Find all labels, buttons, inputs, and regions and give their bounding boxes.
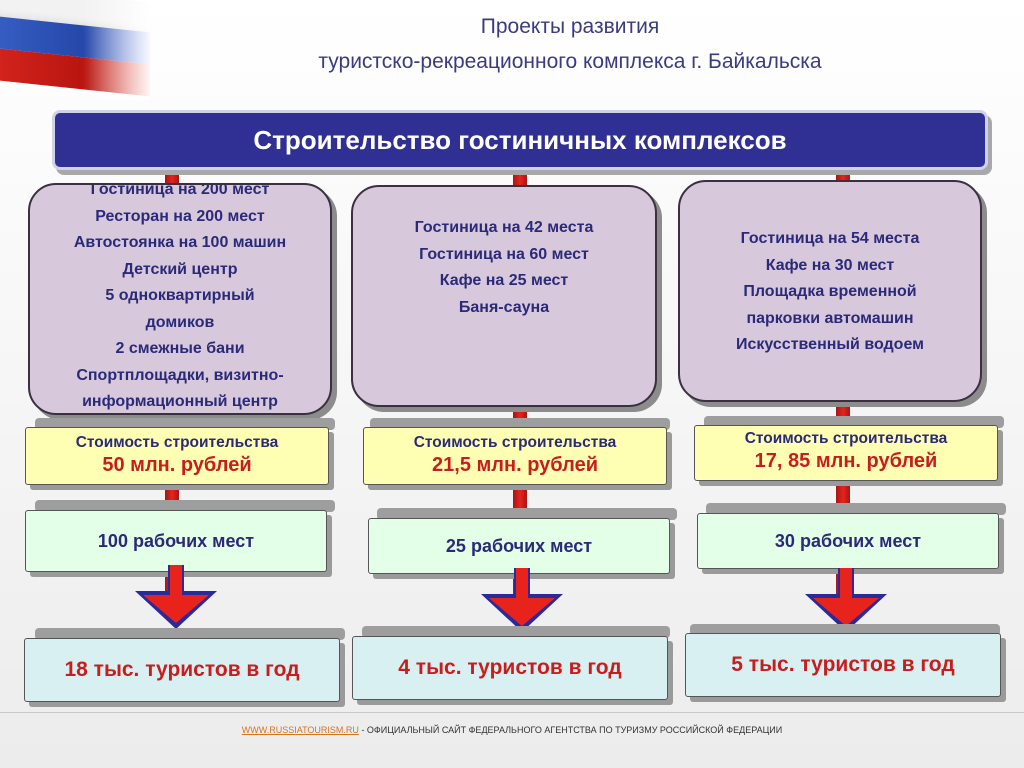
- cost-label: Стоимость строительства: [413, 434, 617, 451]
- footer-text: - ОФИЦИАЛЬНЫЙ САЙТ ФЕДЕРАЛЬНОГО АГЕНТСТВ…: [358, 725, 783, 735]
- header-banner: Строительство гостиничных комплексов: [52, 110, 988, 170]
- project-2-item: Гостиница на 42 места: [414, 219, 594, 236]
- down-arrow-icon: [805, 568, 887, 632]
- shadow-bar: [377, 508, 677, 520]
- project-2-item: Баня-сауна: [458, 298, 550, 316]
- project-box-1: Гостиница на 200 мест Ресторан на 200 ме…: [28, 183, 332, 415]
- project-1-item: Детский центр: [122, 260, 238, 278]
- cost-label: Стоимость строительства: [75, 434, 279, 451]
- russian-flag-image: [0, 0, 150, 100]
- down-arrow-icon: [481, 568, 563, 632]
- shadow-bar: [35, 628, 345, 640]
- project-3-item: Гостиница на 54 места: [740, 230, 920, 247]
- cost-box-3: Стоимость строительства 17, 85 млн. рубл…: [694, 425, 998, 481]
- project-box-3: Гостиница на 54 места Кафе на 30 мест Пл…: [678, 180, 982, 402]
- cost-value: 17, 85 млн. рублей: [754, 450, 938, 472]
- project-2-item: Гостиница на 60 мест: [419, 245, 589, 263]
- page-title-line1: Проекты развития: [480, 15, 660, 38]
- footer-divider: [0, 712, 1024, 713]
- cost-box-2: Стоимость строительства 21,5 млн. рублей: [363, 427, 667, 485]
- project-1-item: 5 одноквартирный: [105, 287, 255, 304]
- project-3-item: Площадка временной: [743, 283, 917, 300]
- project-1-item: Ресторан на 200 мест: [95, 207, 265, 225]
- shadow-bar: [706, 503, 1006, 515]
- project-3-item: парковки автомашин: [746, 309, 914, 327]
- cost-box-1: Стоимость строительства 50 млн. рублей: [25, 427, 329, 485]
- jobs-box-1: 100 рабочих мест: [25, 510, 327, 572]
- project-1-item: Гостиница на 200 мест: [90, 183, 270, 198]
- jobs-box-2: 25 рабочих мест: [368, 518, 670, 574]
- tourists-box-3: 5 тыс. туристов в год: [685, 633, 1001, 697]
- project-1-item: домиков: [145, 313, 215, 331]
- project-2-item: Кафе на 25 мест: [439, 272, 569, 289]
- project-box-2: Гостиница на 42 места Гостиница на 60 ме…: [351, 185, 657, 407]
- project-1-item: 2 смежные бани: [115, 340, 245, 357]
- project-1-item: информационный центр: [82, 393, 278, 410]
- project-3-item: Искусственный водоем: [736, 336, 924, 353]
- tourists-box-2: 4 тыс. туристов в год: [352, 636, 668, 700]
- down-arrow-icon: [135, 565, 217, 629]
- footer-link[interactable]: WWW.RUSSIATOURISM.RU: [241, 725, 359, 735]
- shadow-bar: [362, 626, 670, 638]
- tourists-box-1: 18 тыс. туристов в год: [24, 638, 340, 702]
- jobs-box-3: 30 рабочих мест: [697, 513, 999, 569]
- cost-label: Стоимость строительства: [744, 430, 948, 447]
- project-3-item: Кафе на 30 мест: [765, 256, 895, 274]
- shadow-bar: [35, 500, 335, 512]
- page-title-line2: туристско-рекреационного комплекса г. Ба…: [318, 50, 822, 73]
- cost-value: 50 млн. рублей: [102, 454, 252, 476]
- project-1-item: Автостоянка на 100 машин: [73, 234, 287, 251]
- cost-value: 21,5 млн. рублей: [432, 454, 598, 476]
- project-1-item: Спортплощадки, визитно-: [76, 366, 284, 384]
- footer: WWW.RUSSIATOURISM.RU - ОФИЦИАЛЬНЫЙ САЙТ …: [0, 725, 1024, 735]
